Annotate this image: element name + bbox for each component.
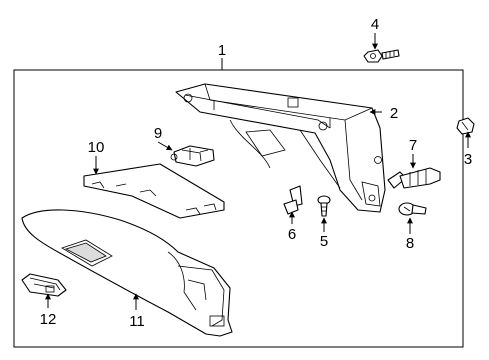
assembly-frame [13,69,464,348]
callout-7: 7 [409,137,417,154]
callout-2: 2 [390,105,398,122]
latch-part-9 [170,145,215,167]
inner-panel-part-10 [83,163,225,219]
clip-nut-part-3 [456,117,475,135]
callout-12: 12 [40,311,57,328]
callout-4: 4 [371,16,379,33]
callout-5: 5 [320,233,328,250]
latch-handle-part-12 [21,273,67,297]
damper-part-6 [283,185,303,215]
callout-1: 1 [218,42,226,59]
push-pin-part-7 [387,167,441,189]
screw-part-8 [398,202,427,216]
callout-9: 9 [154,125,162,142]
callout-9-leader [157,141,173,151]
glovebox-housing [175,83,386,213]
glovebox-door-part-11 [21,209,233,337]
callout-8: 8 [406,235,414,252]
callout-6: 6 [288,226,296,243]
callout-11: 11 [129,313,145,330]
bolt-part-4 [363,49,400,63]
callout-3: 3 [464,151,472,168]
callout-10: 10 [88,139,105,156]
screw-part-5 [317,195,331,217]
